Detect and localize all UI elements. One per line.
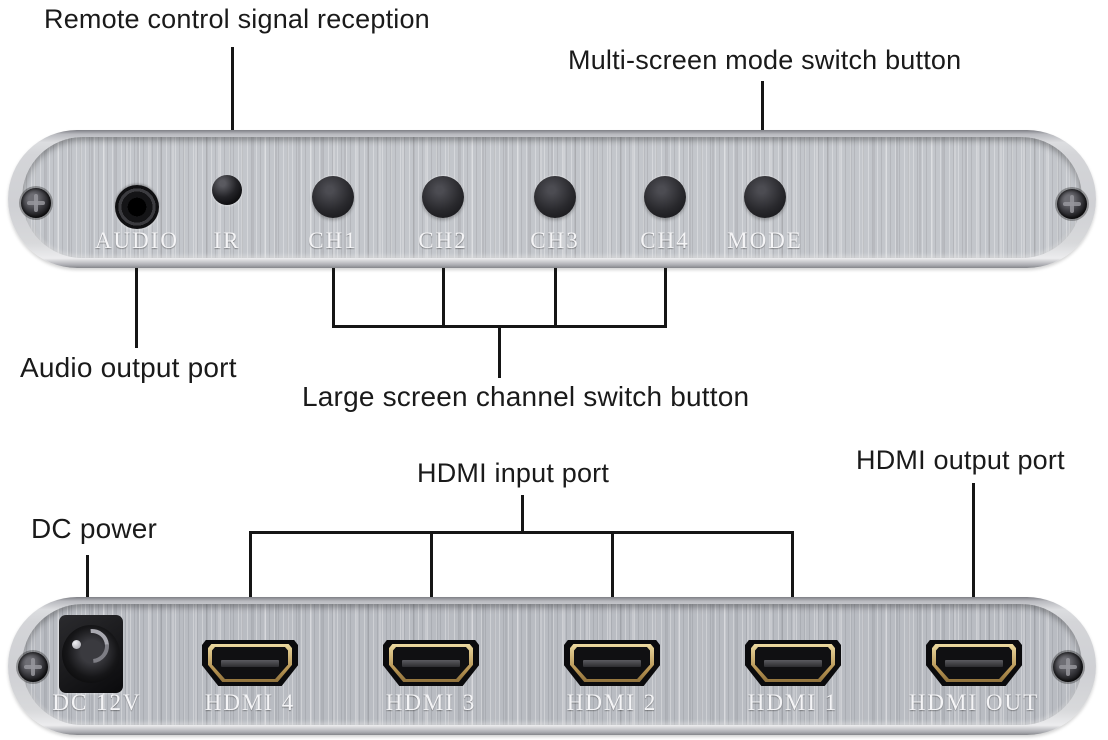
bracket-ch-horizontal <box>332 325 667 328</box>
screw-front-left <box>21 188 51 218</box>
hdmi2-label: HDMI 2 <box>566 690 658 715</box>
screw-rear-left <box>18 652 48 682</box>
hdmi3-port <box>383 640 479 686</box>
mode-label: MODE <box>727 228 803 253</box>
hdmi1-port <box>745 640 841 686</box>
annotation-line-audio <box>135 268 138 348</box>
ch1-button <box>312 176 354 218</box>
ir-port-label: IR <box>213 228 241 253</box>
ch2-label: CH2 <box>418 228 468 253</box>
bracket-ch1-line <box>332 268 335 327</box>
annotation-multi-screen: Multi-screen mode switch button <box>568 45 962 75</box>
dc-power-jack <box>59 615 123 693</box>
bracket-input-horizontal <box>249 531 794 534</box>
mode-button <box>744 176 786 218</box>
hdmi2-port <box>564 640 660 686</box>
ch2-button <box>422 176 464 218</box>
annotation-line-hdmi-out <box>972 483 975 597</box>
bracket-input-stem <box>521 495 524 533</box>
annotation-line-mode <box>761 81 764 131</box>
bracket-ch-stem <box>498 327 501 378</box>
screw-front-right <box>1057 189 1087 219</box>
ch3-button <box>534 176 576 218</box>
dc-label: DC 12V <box>52 690 142 715</box>
audio-jack-port <box>115 185 159 229</box>
ir-receiver <box>212 175 242 205</box>
bracket-hdmi1-line <box>791 533 794 597</box>
ch4-label: CH4 <box>640 228 690 253</box>
annotation-line-ir <box>231 47 234 131</box>
bracket-ch2-line <box>442 268 445 327</box>
hdmi3-label: HDMI 3 <box>385 690 477 715</box>
dc-center-pin <box>72 640 81 649</box>
bracket-ch4-line <box>664 268 667 327</box>
bracket-hdmi4-line <box>249 533 252 597</box>
screw-rear-right <box>1053 652 1083 682</box>
rear-panel-face <box>22 604 1082 725</box>
hdmi-out-port <box>926 640 1022 686</box>
annotation-hdmi-output: HDMI output port <box>856 445 1065 475</box>
rear-panel <box>8 597 1096 735</box>
hdmi-out-tongue <box>945 660 1003 667</box>
hdmi4-port <box>202 640 298 686</box>
ch1-label: CH1 <box>308 228 358 253</box>
bracket-hdmi2-line <box>611 533 614 597</box>
hdmi4-label: HDMI 4 <box>204 690 296 715</box>
annotation-large-screen: Large screen channel switch button <box>302 381 750 412</box>
dc-barrel <box>62 625 120 683</box>
hdmi4-tongue <box>221 660 279 667</box>
annotation-hdmi-input: HDMI input port <box>417 458 610 488</box>
annotation-dc-power: DC power <box>31 513 158 544</box>
audio-port-label: AUDIO <box>94 228 180 253</box>
ch3-label: CH3 <box>530 228 580 253</box>
hdmi3-tongue <box>402 660 460 667</box>
bracket-hdmi3-line <box>430 533 433 597</box>
annotation-audio-output: Audio output port <box>20 352 237 383</box>
bracket-ch3-line <box>554 268 557 327</box>
hdmi1-tongue <box>764 660 822 667</box>
annotation-line-dc <box>86 555 89 597</box>
hdmi-out-label: HDMI OUT <box>908 690 1040 715</box>
annotation-remote-control: Remote control signal reception <box>44 4 430 34</box>
hdmi1-label: HDMI 1 <box>747 690 839 715</box>
hdmi2-tongue <box>583 660 641 667</box>
ch4-button <box>644 176 686 218</box>
